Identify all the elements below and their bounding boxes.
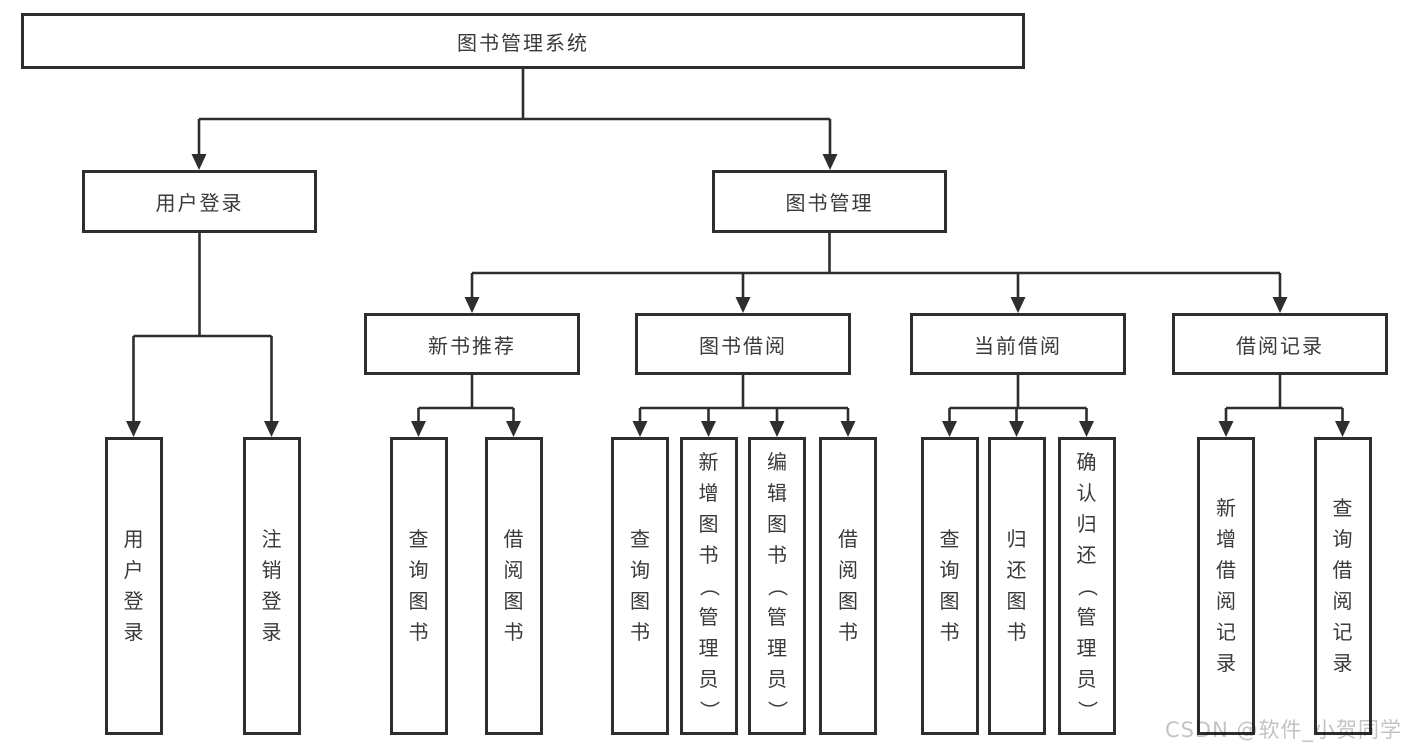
node-library-system: 图书管理系统 [21, 13, 1025, 69]
node-label: 借阅图书 [838, 527, 858, 644]
arrow-icon [632, 421, 648, 437]
arrow-icon [506, 421, 521, 437]
arrowheads [126, 154, 1350, 437]
leaf-user-login: 用户登录 [104, 437, 163, 735]
arrow-icon [464, 297, 480, 313]
node-borrow-records: 借阅记录 [1172, 313, 1388, 375]
node-label: 新增图书（管理员） [697, 449, 721, 721]
connector-book-borrow [638, 375, 850, 423]
arrow-icon [1079, 421, 1094, 437]
connector-borrow-records [1224, 375, 1344, 423]
connector-current-borrow [948, 375, 1088, 423]
connector-book-management [470, 232, 1282, 299]
node-book-management: 图书管理 [712, 170, 947, 233]
node-label: 新书推荐 [428, 333, 516, 358]
node-label: 查询借阅记录 [1332, 496, 1353, 675]
arrow-icon [701, 421, 716, 437]
node-label: 图书管理系统 [457, 30, 589, 55]
leaf-query-book-current: 查询图书 [920, 437, 979, 735]
node-label: 查询图书 [630, 527, 650, 644]
leaf-add-borrow-record: 新增借阅记录 [1197, 437, 1255, 735]
node-label: 编辑图书（管理员） [765, 449, 790, 721]
arrow-icon [191, 154, 207, 170]
arrow-icon [735, 297, 751, 313]
node-label: 查询图书 [408, 527, 429, 644]
arrow-icon [1218, 421, 1234, 437]
leaf-query-borrow-record: 查询借阅记录 [1313, 437, 1372, 735]
leaf-query-book-borrow: 查询图书 [611, 437, 669, 735]
arrow-icon [1009, 421, 1024, 437]
node-label: 图书借阅 [699, 333, 787, 358]
node-label: 借阅图书 [503, 527, 524, 644]
leaf-return-book: 归还图书 [987, 437, 1046, 735]
node-label: 借阅记录 [1236, 333, 1324, 358]
leaf-add-book-admin: 新增图书（管理员） [679, 437, 738, 735]
arrow-icon [1010, 297, 1026, 313]
connector-user-login [132, 233, 273, 423]
connector-root [197, 69, 832, 156]
node-label: 归还图书 [1006, 527, 1027, 644]
arrow-icon [840, 421, 856, 437]
leaf-borrow-book: 借阅图书 [819, 437, 877, 735]
arrow-icon [769, 421, 785, 437]
leaf-confirm-return-admin: 确认归还（管理员） [1057, 437, 1116, 735]
arrow-icon [126, 421, 141, 437]
leaf-logout: 注销登录 [242, 437, 301, 735]
leaf-query-book-recommend: 查询图书 [389, 437, 448, 735]
node-label: 当前借阅 [974, 333, 1062, 358]
node-book-borrow: 图书借阅 [635, 313, 851, 375]
arrow-icon [942, 421, 957, 437]
csdn-watermark: CSDN @软件_小贺同学 [1164, 718, 1402, 742]
leaf-edit-book-admin: 编辑图书（管理员） [748, 437, 806, 735]
node-new-book-recommend: 新书推荐 [364, 313, 580, 375]
arrow-icon [1335, 421, 1350, 437]
node-label: 查询图书 [939, 527, 960, 644]
connector-new-book [417, 375, 515, 423]
leaf-borrow-book-recommend: 借阅图书 [484, 437, 543, 735]
node-label: 确认归还（管理员） [1075, 449, 1099, 721]
arrow-icon [1272, 297, 1288, 313]
node-label: 注销登录 [261, 527, 282, 644]
arrow-icon [822, 154, 838, 170]
node-label: 用户登录 [155, 191, 244, 215]
arrow-icon [411, 421, 426, 437]
node-label: 新增借阅记录 [1216, 496, 1236, 675]
arrow-icon [264, 421, 279, 437]
node-label: 图书管理 [785, 191, 874, 215]
node-user-login: 用户登录 [82, 170, 317, 233]
node-label: 用户登录 [123, 527, 144, 644]
node-current-borrow: 当前借阅 [910, 313, 1126, 375]
